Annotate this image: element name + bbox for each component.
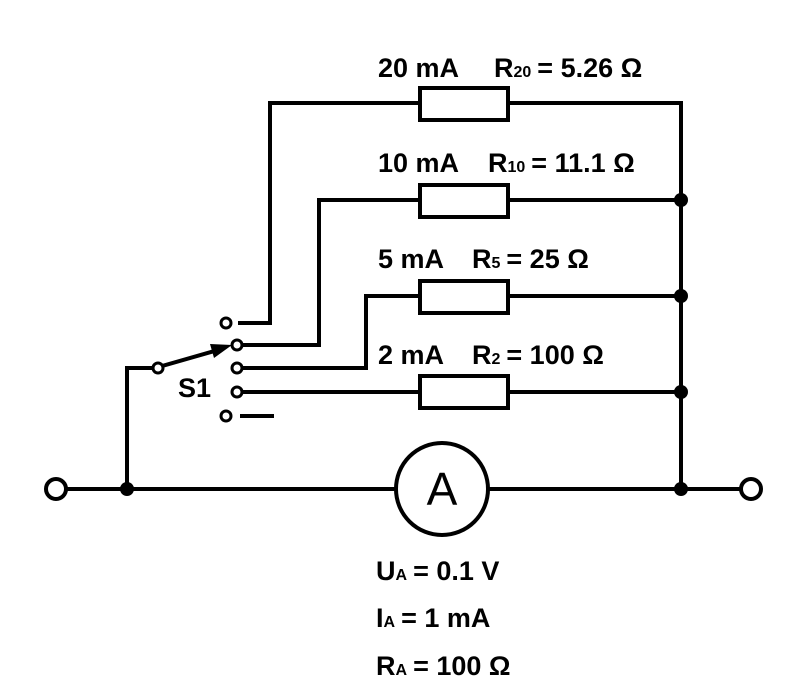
switch-label: S1 bbox=[178, 373, 211, 403]
label-10ma-current: 10 mA bbox=[378, 148, 459, 178]
junction-r10 bbox=[674, 193, 688, 207]
label-5ma-current: 5 mA bbox=[378, 244, 444, 274]
label-r2: R2= 100 Ω bbox=[472, 340, 604, 370]
branch-5ma-wire bbox=[240, 294, 420, 370]
label-r10: R10= 11.1 Ω bbox=[488, 148, 635, 178]
label-r5: R5= 25 Ω bbox=[472, 244, 589, 274]
spec-current: IA= 1 mA bbox=[376, 603, 490, 633]
branch-10ma-wire bbox=[240, 198, 420, 347]
junction-r5 bbox=[674, 289, 688, 303]
switch-contact-2 bbox=[230, 338, 244, 352]
branch-20ma-wire bbox=[238, 101, 420, 325]
junction-left bbox=[120, 482, 134, 496]
switch-lever bbox=[159, 347, 221, 369]
switch-pivot-contact bbox=[151, 361, 165, 375]
label-r20: R20= 5.26 Ω bbox=[494, 53, 642, 83]
label-2ma-current: 2 mA bbox=[378, 340, 444, 370]
terminal-right bbox=[739, 477, 763, 501]
switch-common-wire bbox=[125, 366, 156, 491]
switch-contact-1 bbox=[219, 316, 233, 330]
switch-contact-3 bbox=[230, 361, 244, 375]
label-20ma-current: 20 mA bbox=[378, 53, 459, 83]
spec-voltage: UA= 0.1 V bbox=[376, 556, 499, 586]
junction-right bbox=[674, 482, 688, 496]
switch-arrow-icon bbox=[210, 344, 232, 358]
switch-contact-4 bbox=[230, 385, 244, 399]
terminal-left bbox=[44, 477, 68, 501]
ammeter-symbol: A bbox=[427, 463, 458, 515]
ammeter-icon bbox=[394, 441, 490, 537]
resistor-r5 bbox=[418, 279, 510, 315]
resistor-r20 bbox=[418, 86, 510, 122]
resistor-r2 bbox=[418, 374, 510, 410]
spec-resistance: RA= 100 Ω bbox=[376, 651, 511, 681]
resistor-r10 bbox=[418, 183, 510, 219]
junction-r2 bbox=[674, 385, 688, 399]
switch-contact-5 bbox=[219, 409, 233, 423]
